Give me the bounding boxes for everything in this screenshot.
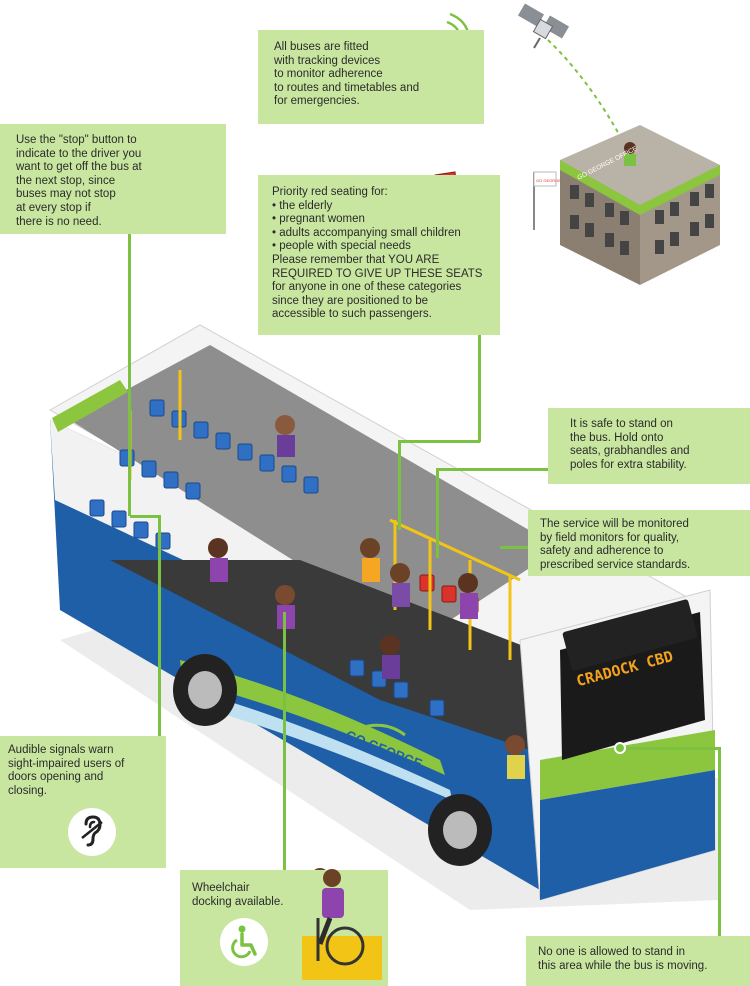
monitoring-text: The service will be monitored by field m… (540, 518, 691, 571)
connector-standing (436, 468, 548, 471)
priority-item: • people with special needs (272, 240, 411, 253)
wheelchair-user-overlay (302, 869, 382, 980)
connector-priority-horizontal (398, 440, 480, 443)
connector-no-standing-vertical (718, 747, 721, 937)
wheelchair-icon (220, 918, 268, 966)
hearing-icon (68, 808, 116, 856)
no-standing-text: No one is allowed to stand in this area … (538, 946, 708, 972)
priority-note: Please remember that YOU ARE REQUIRED TO… (272, 253, 483, 321)
priority-item: • adults accompanying small children (272, 226, 461, 239)
stop-button-text: Use the "stop" button to indicate to the… (16, 134, 142, 228)
connector-stop-button (128, 226, 131, 516)
audible-text: Audible signals warn sight-impaired user… (8, 744, 125, 797)
connector-no-standing-horizontal (620, 747, 720, 750)
rear-wheel (173, 654, 237, 726)
callout-standing: It is safe to stand on the bus. Hold ont… (548, 408, 750, 484)
callout-stop-button: Use the "stop" button to indicate to the… (0, 124, 226, 234)
connector-standing-down (436, 468, 439, 558)
go-george-flag: GO GEORGE (533, 171, 561, 230)
connector-audible-horizontal (130, 515, 160, 518)
office-building: GO GEORGE OFFICE (560, 125, 720, 285)
connector-dot-no-standing (614, 742, 626, 754)
priority-list: • the elderly • pregnant women • adults … (272, 200, 492, 254)
callout-priority-seating: Priority red seating for: • the elderly … (258, 175, 500, 335)
standing-text: It is safe to stand on the bus. Hold ont… (570, 418, 690, 471)
connector-monitoring (500, 546, 528, 549)
priority-item: • pregnant women (272, 213, 365, 226)
connector-audible-vertical (158, 515, 161, 747)
callout-tracking: All buses are fitted with tracking devic… (258, 30, 484, 124)
callout-no-standing: No one is allowed to stand in this area … (526, 936, 750, 986)
priority-item: • the elderly (272, 199, 333, 212)
connector-priority-down (398, 440, 401, 530)
priority-intro: Priority red seating for: (272, 186, 388, 198)
svg-text:GO GEORGE: GO GEORGE (536, 178, 561, 183)
satellite-icon (517, 3, 570, 49)
connector-priority-vertical (478, 322, 481, 442)
passenger-figures (208, 415, 525, 779)
connector-wheelchair (283, 612, 286, 888)
callout-monitoring: The service will be monitored by field m… (528, 510, 750, 576)
front-wheel (428, 794, 492, 866)
wheelchair-text: Wheelchair docking available. (192, 882, 284, 908)
tracking-text: All buses are fitted with tracking devic… (274, 41, 420, 108)
